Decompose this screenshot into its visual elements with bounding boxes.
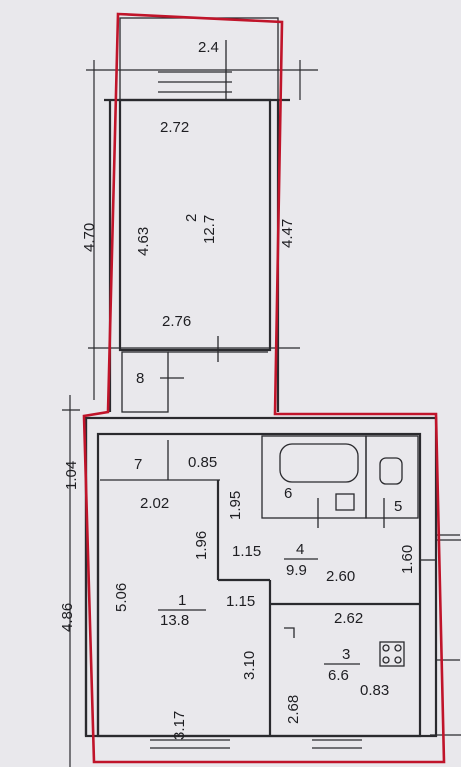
room-7-number: 7 <box>134 456 142 473</box>
room-2-number: 2 <box>183 214 200 222</box>
dim-hall-step-b: 1.15 <box>226 593 255 610</box>
exterior-lines <box>62 60 461 767</box>
dim-balcony-width: 2.4 <box>198 39 219 56</box>
dim-hall-step-a: 1.15 <box>232 543 261 560</box>
room-4-area: 9.9 <box>286 562 307 579</box>
dim-room2-right-height: 4.47 <box>279 219 296 248</box>
dim-hall-wall-height: 1.95 <box>227 491 244 520</box>
lower-block-walls <box>84 416 460 749</box>
dim-hall-width: 2.60 <box>326 568 355 585</box>
closet-8-walls <box>121 351 268 413</box>
room-1-area: 13.8 <box>160 612 189 629</box>
dim-kitchen-height: 2.68 <box>285 695 302 724</box>
dimension-labels: 2.4 2.72 4.70 4.63 4.47 2.76 1.04 0.85 2… <box>59 39 416 740</box>
dim-room1-height: 5.06 <box>113 583 130 612</box>
room-3-area: 6.6 <box>328 667 349 684</box>
dim-kitchen-niche: 0.83 <box>360 682 389 699</box>
dim-hall-left-height: 1.96 <box>193 531 210 560</box>
dim-room2-bottom: 2.76 <box>162 313 191 330</box>
dim-room1-partition-height: 3.10 <box>241 651 258 680</box>
dim-corridor-height: 1.04 <box>63 461 80 490</box>
room-8-number: 8 <box>136 370 144 387</box>
room-5-number: 5 <box>394 498 402 515</box>
dim-room2-inner-height: 4.63 <box>135 227 152 256</box>
dim-kitchen-width: 2.62 <box>334 610 363 627</box>
dim-hall-height: 1.60 <box>399 545 416 574</box>
dim-closet-width: 0.85 <box>188 454 217 471</box>
dim-room1-window-height: 3.17 <box>171 711 188 740</box>
room-3-number: 3 <box>342 646 350 663</box>
apartment-outline <box>82 12 446 764</box>
room-2-area: 12.7 <box>201 215 218 244</box>
room-6-number: 6 <box>284 485 292 502</box>
room-1-number: 1 <box>178 592 186 609</box>
dim-room1-top: 2.02 <box>140 495 169 512</box>
dim-room2-top: 2.72 <box>160 119 189 136</box>
dim-room2-outer-height: 4.70 <box>81 223 98 252</box>
room-labels: 2 12.7 8 7 6 5 4 9.9 1 13.8 3 6.6 <box>134 214 402 684</box>
room-4-number: 4 <box>296 541 304 558</box>
balcony <box>104 17 290 102</box>
dim-room1-outer-height: 4.86 <box>59 603 76 632</box>
